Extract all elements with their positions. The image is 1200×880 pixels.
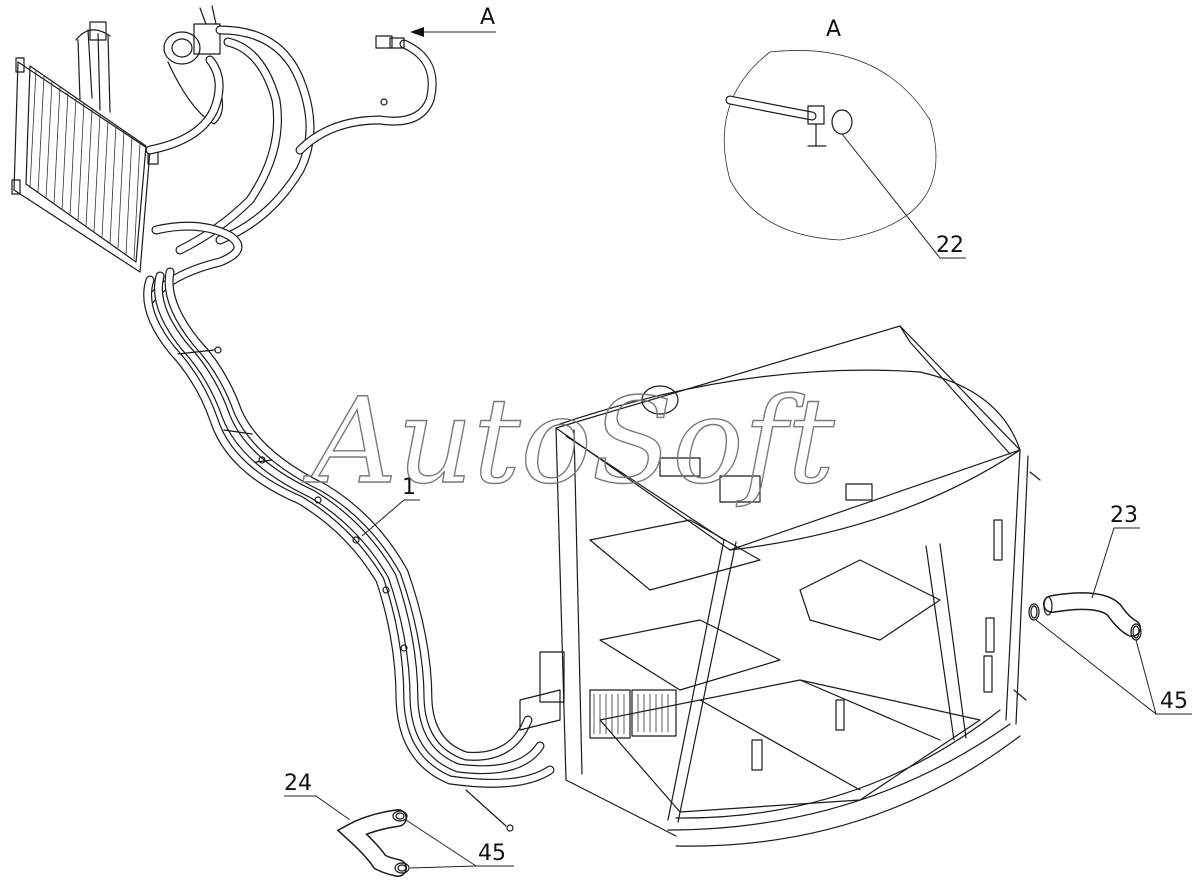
callout-45-left: 45 — [478, 841, 506, 866]
watermark: AutoSoft — [303, 372, 835, 510]
detail-view-a: A 22 — [723, 17, 966, 259]
callout-45-right: 45 — [1160, 689, 1188, 714]
callout-22: 22 — [936, 233, 964, 258]
condenser — [11, 57, 159, 273]
hose-part-24: 24 — [284, 771, 407, 877]
callout-1: 1 — [402, 475, 416, 500]
hose-harness — [143, 25, 555, 832]
callout-1-group: 1 — [361, 475, 420, 537]
o-rings-right: 45 — [1028, 603, 1192, 715]
view-marker-a-label: A — [480, 5, 495, 30]
view-marker-a: A — [410, 5, 496, 37]
callout-24: 24 — [284, 771, 312, 796]
o-rings-left: 45 — [392, 810, 514, 874]
receiver-drier — [75, 21, 111, 113]
hose-part-23: 23 — [1043, 503, 1141, 637]
detail-title: A — [826, 17, 841, 42]
callout-23: 23 — [1110, 503, 1138, 528]
cab-frame — [519, 325, 1041, 847]
hose-fitting-a — [375, 35, 405, 49]
